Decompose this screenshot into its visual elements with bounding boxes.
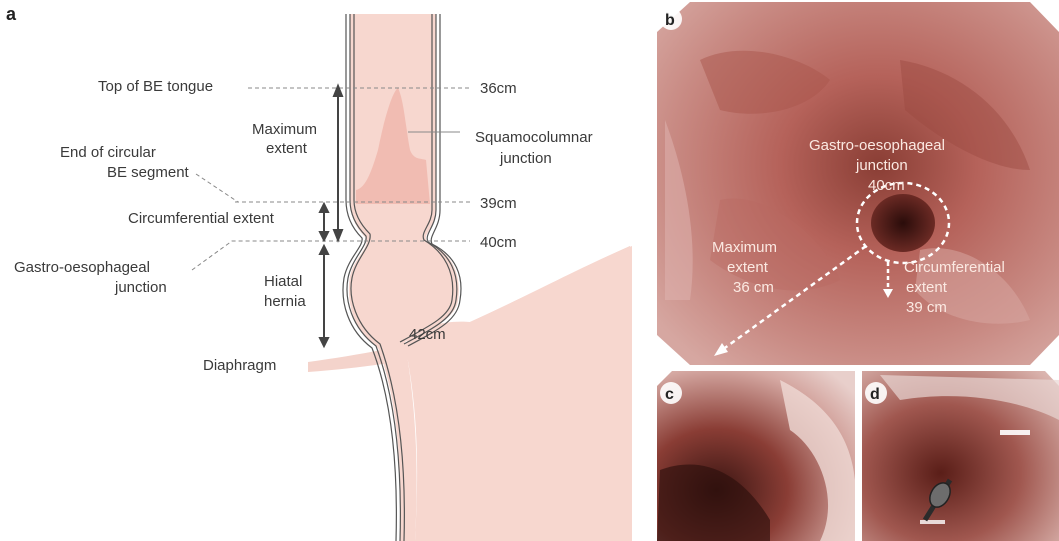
label-squamocolumnar-1: Squamocolumnar <box>475 129 593 146</box>
endoscopy-photo-d <box>862 371 1059 541</box>
label-end-circular-1: End of circular <box>60 144 156 161</box>
panel-label-c: c <box>665 386 674 403</box>
label-squamocolumnar-2: junction <box>499 150 552 167</box>
panel-label-b-front: b <box>665 12 675 29</box>
label-40cm: 40cm <box>480 234 517 251</box>
photo-b-goj-1: Gastro-oesophageal <box>809 137 945 154</box>
label-circumferential-extent: Circumferential extent <box>128 210 275 227</box>
label-maximum-extent-2: extent <box>266 140 308 157</box>
label-goj-2: junction <box>114 279 167 296</box>
extent-arrows <box>320 86 342 346</box>
endoscopy-photo-b <box>657 2 1059 365</box>
photo-b-circ-3: 39 cm <box>906 299 947 316</box>
label-36cm: 36cm <box>480 80 517 97</box>
panel-label-a: a <box>6 4 17 24</box>
photo-b-circ-1: Circumferential <box>904 259 1005 276</box>
label-goj-1: Gastro-oesophageal <box>14 259 150 276</box>
label-top-of-be-tongue: Top of BE tongue <box>98 78 213 95</box>
photo-b-max-2: extent <box>727 259 769 276</box>
label-maximum-extent-1: Maximum <box>252 121 317 138</box>
photo-b-max-1: Maximum <box>712 239 777 256</box>
label-end-circular-2: BE segment <box>107 164 190 181</box>
photo-b-max-3: 36 cm <box>733 279 774 296</box>
photo-b-goj-2: junction <box>855 157 908 174</box>
label-39cm: 39cm <box>480 195 517 212</box>
photo-b-goj-3: 40cm <box>868 177 905 194</box>
photo-b-circ-2: extent <box>906 279 948 296</box>
label-hiatal-1: Hiatal <box>264 273 302 290</box>
label-hiatal-2: hernia <box>264 293 306 310</box>
label-diaphragm: Diaphragm <box>203 357 276 374</box>
label-42cm: 42cm <box>409 326 446 343</box>
panel-label-d: d <box>870 386 880 403</box>
endoscopy-photo-c <box>657 371 855 541</box>
